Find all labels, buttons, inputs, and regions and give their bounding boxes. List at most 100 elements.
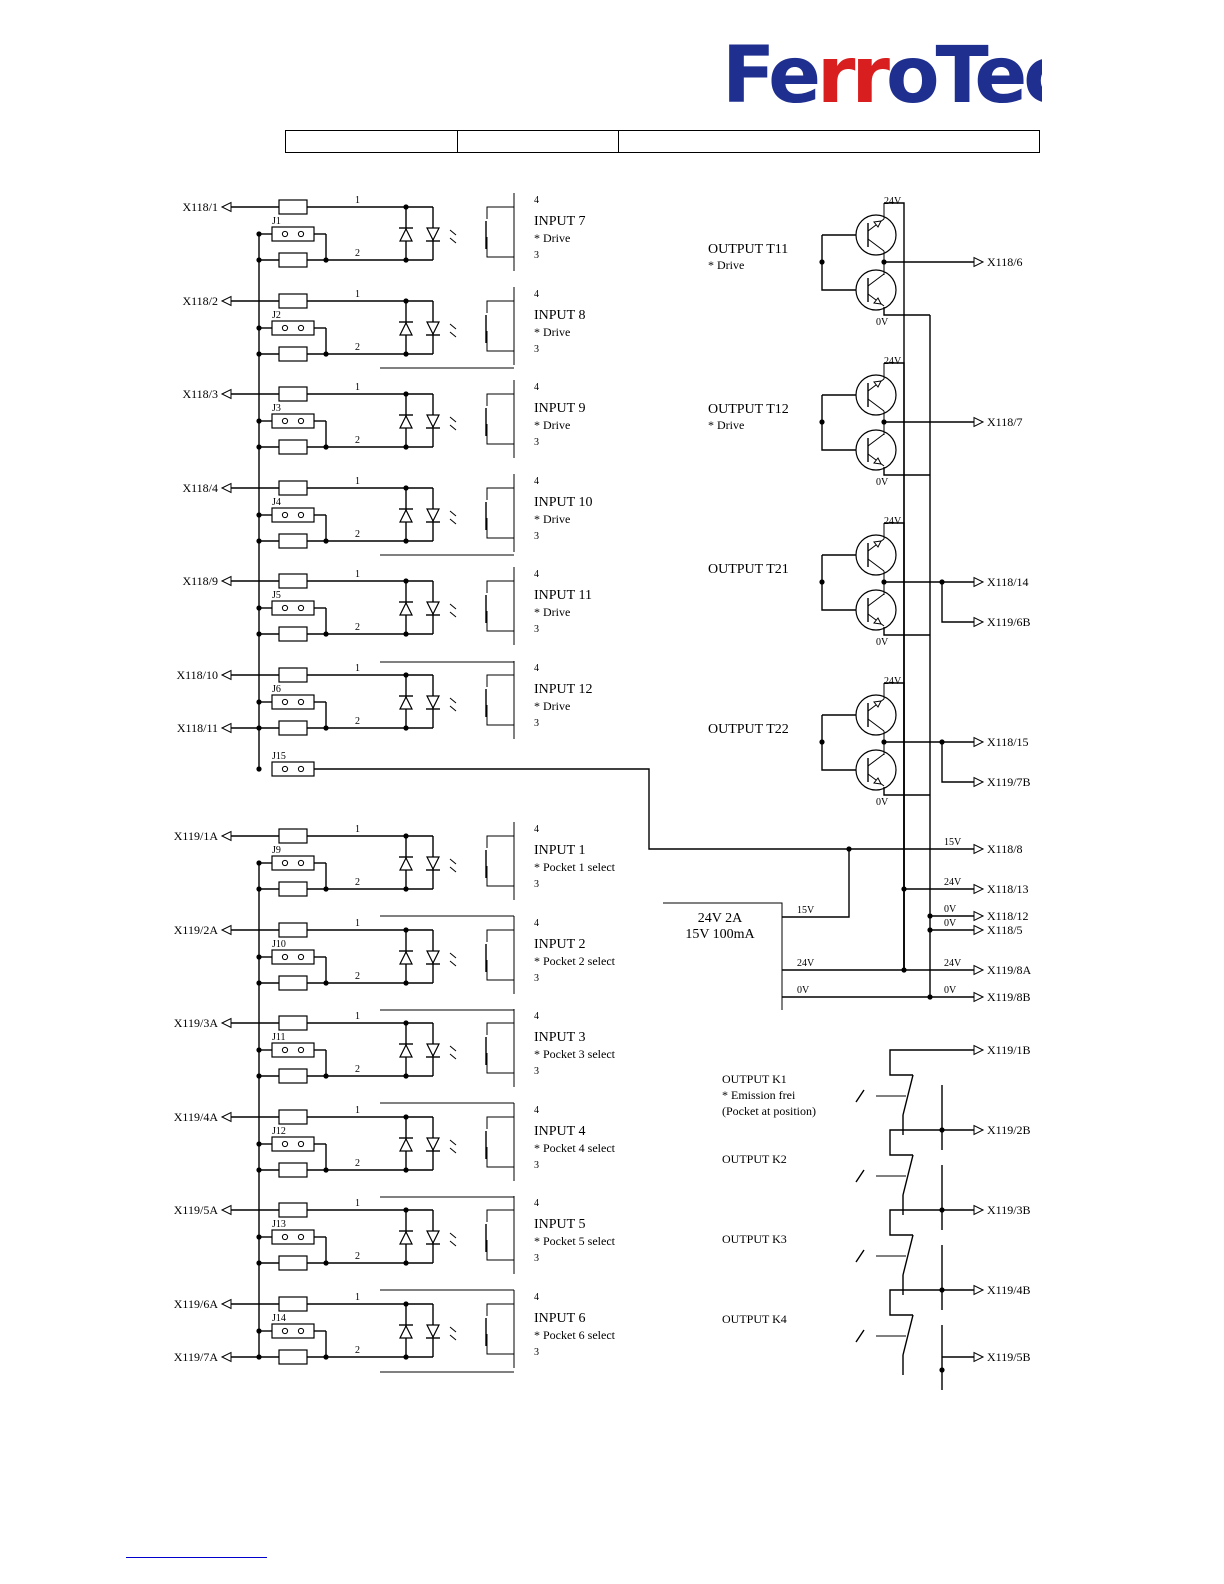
- junction-dot: [403, 1167, 409, 1173]
- footer-link-line: [126, 1557, 267, 1558]
- relay-name: OUTPUT K1: [722, 1072, 787, 1086]
- transistor-icon: [855, 269, 897, 311]
- jumper: [271, 1323, 315, 1339]
- connector-label: X118/7: [987, 415, 1023, 429]
- pin-number: 3: [534, 973, 539, 984]
- transistor-leg: [867, 558, 885, 572]
- junction-dot: [256, 766, 262, 772]
- collector-wire: [486, 918, 515, 942]
- output-wire: [941, 582, 974, 623]
- diode-icon: [399, 856, 413, 871]
- led-icon: [426, 227, 440, 242]
- jumper: [271, 855, 315, 871]
- transistor-leg: [867, 398, 885, 412]
- junction-dot: [403, 351, 409, 357]
- resistor: [278, 1068, 308, 1084]
- connector-label: X118/4: [182, 481, 218, 495]
- diode-icon: [399, 1324, 413, 1339]
- connector-arrow-icon: [220, 722, 232, 734]
- resistor: [278, 346, 308, 362]
- connector-arrow-icon: [220, 924, 232, 936]
- junction-dot: [403, 257, 409, 263]
- supply-15v-wire: [782, 849, 850, 918]
- transistor-arrow-icon: [873, 777, 882, 785]
- relay-wire: [889, 1129, 974, 1156]
- junction-dot: [403, 631, 409, 637]
- open-terminal: [297, 1046, 305, 1054]
- junction-dot: [403, 578, 409, 584]
- open-terminal: [297, 1327, 305, 1335]
- open-terminal: [297, 511, 305, 519]
- diode-icon: [399, 950, 413, 965]
- pin-number: 4: [534, 569, 539, 580]
- input-function: * Drive: [534, 512, 570, 526]
- connector-arrow-icon: [220, 295, 232, 307]
- junction-dot: [403, 391, 409, 397]
- pin-number: 2: [355, 1064, 360, 1075]
- collector-wire: [486, 1292, 515, 1316]
- light-arrow: [449, 952, 457, 959]
- collector-wire: [486, 195, 515, 219]
- connector-arrow-icon: [973, 736, 985, 748]
- emitter-wire: [486, 1053, 514, 1074]
- transistor-arrow-icon: [873, 380, 882, 388]
- junction-dot: [403, 298, 409, 304]
- rail-label: 24V: [797, 958, 815, 969]
- open-terminal: [281, 324, 289, 332]
- supply-24v-rail: [884, 682, 905, 970]
- supply-24v-rail: [884, 522, 905, 970]
- voltage-label: 0V: [876, 797, 889, 808]
- input-name: INPUT 12: [534, 682, 592, 697]
- resistor: [278, 573, 308, 589]
- transistor-icon: [855, 214, 897, 256]
- collector-wire: [486, 289, 515, 313]
- diode-icon: [399, 1137, 413, 1152]
- connector-label: X118/10: [176, 668, 218, 682]
- light-arrow: [449, 331, 457, 338]
- connector-arrow-icon: [973, 910, 985, 922]
- resistor: [278, 626, 308, 642]
- junction-dot: [819, 579, 825, 585]
- connector-label: X118/12: [987, 909, 1029, 923]
- transistor-arrow-icon: [873, 700, 882, 708]
- pin-number: 1: [355, 1198, 360, 1209]
- voltage-label: 0V: [944, 904, 957, 915]
- connector-label: X119/4B: [987, 1283, 1031, 1297]
- open-terminal: [281, 1046, 289, 1054]
- relay-function: * Emission frei: [722, 1088, 796, 1102]
- led-icon: [426, 1230, 440, 1245]
- junction-dot: [403, 1114, 409, 1120]
- transistor-icon: [855, 694, 897, 736]
- voltage-label: 0V: [944, 985, 957, 996]
- light-arrow: [449, 1139, 457, 1146]
- junction-dot: [819, 259, 825, 265]
- connector-label: X118/13: [987, 882, 1029, 896]
- input-function: * Drive: [534, 231, 570, 245]
- open-terminal: [297, 953, 305, 961]
- relay-coil-icon: [855, 1249, 865, 1263]
- open-terminal: [297, 324, 305, 332]
- jumper-label: J5: [272, 590, 281, 601]
- title-block-table: [285, 130, 1040, 153]
- led-icon: [426, 1324, 440, 1339]
- jumper: [271, 1136, 315, 1152]
- connector-label: X118/2: [182, 294, 218, 308]
- connector-arrow-icon: [973, 1204, 985, 1216]
- pin-number: 2: [355, 971, 360, 982]
- connector-arrow-icon: [220, 1204, 232, 1216]
- pin-number: 1: [355, 918, 360, 929]
- ground-wire: [883, 307, 930, 316]
- pin-number: 1: [355, 382, 360, 393]
- open-terminal: [297, 859, 305, 867]
- voltage-label: 0V: [876, 637, 889, 648]
- connector-arrow-icon: [220, 1017, 232, 1029]
- jumper: [271, 694, 315, 710]
- connector-label: X118/14: [987, 575, 1029, 589]
- relay-coil-icon: [855, 1169, 865, 1183]
- collector-wire: [486, 663, 515, 687]
- connector-label: X118/1: [182, 200, 218, 214]
- pin-number: 1: [355, 1105, 360, 1116]
- led-icon: [426, 508, 440, 523]
- jumper-label: J2: [272, 310, 281, 321]
- input-function: * Pocket 1 select: [534, 860, 616, 874]
